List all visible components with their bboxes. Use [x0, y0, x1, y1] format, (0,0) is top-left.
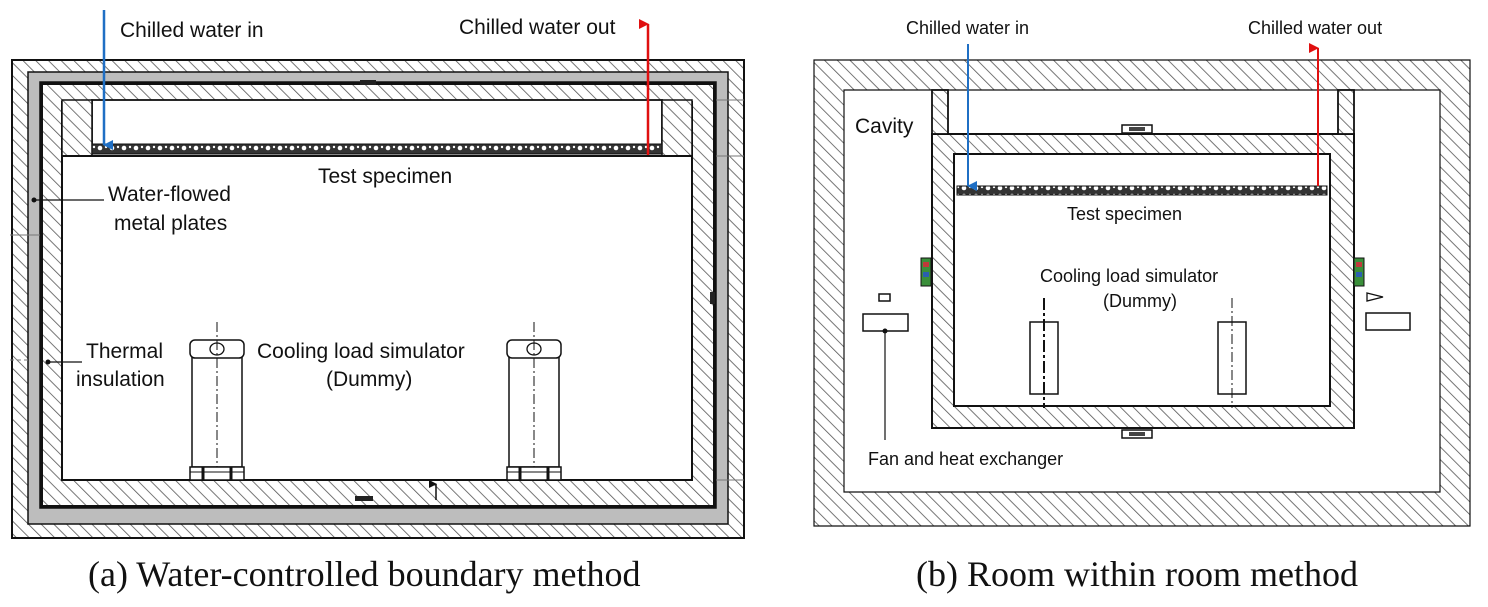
panel-a-dummy-right [506, 322, 562, 481]
panel-a-insulation-label-1: Thermal [86, 340, 163, 363]
panel-a-chilled-out-label: Chilled water out [459, 16, 616, 39]
panel-a: Chilled water in Chilled water out Test … [10, 10, 745, 594]
panel-b-chilled-out-label: Chilled water out [1248, 18, 1382, 38]
panel-a-test-specimen-label: Test specimen [318, 165, 452, 188]
panel-a-top-cavity [91, 99, 663, 149]
panel-a-simulator-label-1: Cooling load simulator [257, 340, 465, 363]
panel-b-fan-unit [862, 293, 909, 440]
panel-a-dummy-left [189, 322, 245, 481]
panel-b-test-specimen-layer [956, 185, 1328, 196]
panel-b-outer-wall [813, 59, 1471, 527]
panel-a-simulator-label-2: (Dummy) [326, 368, 412, 391]
panel-b-test-specimen-label: Test specimen [1067, 204, 1182, 224]
panel-b-simulator-label-2: (Dummy) [1103, 291, 1177, 311]
panel-b: Chilled water in Chilled water out Cavit… [813, 18, 1471, 594]
panel-b-simulator-label-1: Cooling load simulator [1040, 266, 1218, 286]
panel-a-metal-plates [27, 71, 729, 525]
panel-b-right-unit [1365, 292, 1411, 331]
panel-b-dummy-right [1217, 298, 1247, 408]
panel-a-plates-label-1: Water-flowed [108, 183, 231, 206]
panel-b-fan-label: Fan and heat exchanger [868, 449, 1063, 469]
panel-a-chilled-in-label: Chilled water in [120, 19, 264, 42]
panel-b-chilled-in-label: Chilled water in [906, 18, 1029, 38]
panel-a-insulation-label-2: insulation [76, 368, 165, 391]
panel-a-plates-label-2: metal plates [114, 212, 227, 235]
panel-b-dummy-left [1029, 298, 1059, 408]
panel-a-caption: (a) Water-controlled boundary method [88, 554, 641, 594]
panel-a-test-specimen-layer [91, 143, 663, 155]
panel-b-cavity-label: Cavity [855, 115, 914, 138]
panel-b-inner-wall [931, 133, 1355, 429]
panel-b-caption: (b) Room within room method [916, 554, 1358, 594]
